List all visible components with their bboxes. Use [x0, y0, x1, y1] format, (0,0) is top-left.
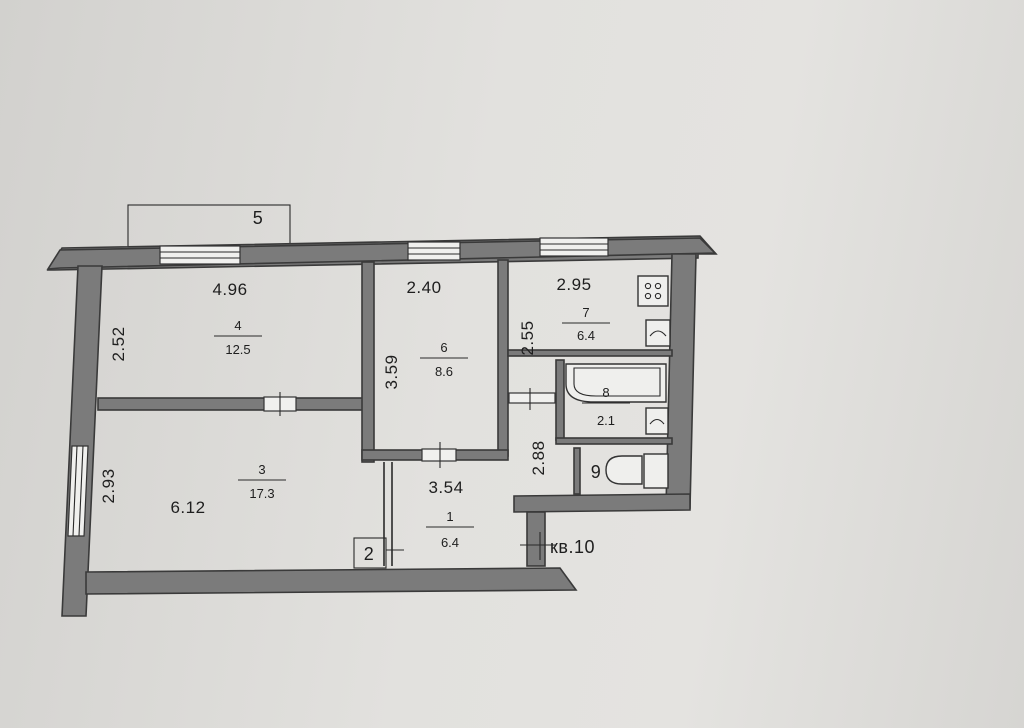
toilet-tank-icon [643, 453, 669, 489]
room8-area: 2.1 [597, 413, 615, 428]
dim-359: 3.59 [382, 354, 401, 389]
dim-295: 2.95 [556, 275, 591, 294]
dim-255: 2.55 [518, 320, 537, 355]
apartment-label: кв.10 [550, 537, 595, 557]
closet-number: 2 [364, 544, 375, 564]
dim-240: 2.40 [406, 278, 441, 297]
room4-number: 4 [234, 318, 241, 333]
balcony [127, 204, 291, 248]
entry-wall [513, 493, 691, 513]
room4-area: 12.5 [225, 342, 250, 357]
bottom-exterior-wall [85, 567, 578, 595]
room3-area: 17.3 [249, 486, 274, 501]
dim-252: 2.52 [109, 326, 128, 361]
closet-box [353, 537, 387, 569]
wall-room4-room3 [97, 397, 365, 411]
room7-number: 7 [582, 305, 589, 320]
dim-496: 4.96 [212, 280, 247, 299]
room6-area: 8.6 [435, 364, 453, 379]
window-kitchen [539, 237, 609, 257]
kitchen-sink-icon [645, 319, 671, 347]
wall-room6-right [497, 259, 509, 457]
right-exterior-wall [665, 253, 697, 509]
room8-number: 8 [602, 385, 609, 400]
room1-number: 1 [446, 509, 453, 524]
left-exterior-wall [61, 265, 103, 617]
door-room6 [421, 448, 457, 462]
bathtub-icon [565, 363, 667, 403]
dim-288: 2.88 [529, 440, 548, 475]
dim-293: 2.93 [99, 468, 118, 503]
balcony-number: 5 [253, 208, 264, 228]
wall-kitchen-bottom [507, 349, 673, 357]
wall-room6-left [361, 261, 375, 463]
stove-icon [637, 275, 669, 307]
toilet-number: 9 [591, 462, 602, 482]
dim-612: 6.12 [170, 498, 205, 517]
wall-bath-left [555, 359, 565, 441]
room1-area: 6.4 [441, 535, 459, 550]
window-room6 [407, 241, 461, 261]
door-kitchen [508, 392, 556, 404]
window-room4 [159, 245, 241, 265]
dim-354: 3.54 [428, 478, 463, 497]
entry-wall-post [526, 511, 546, 567]
room3-number: 3 [258, 462, 265, 477]
toilet-icon [605, 455, 643, 485]
room6-number: 6 [440, 340, 447, 355]
bath-sink-icon [645, 407, 669, 435]
room7-area: 6.4 [577, 328, 595, 343]
wall-bath-bottom [555, 437, 673, 445]
wall-toilet-left [573, 447, 581, 495]
window-room3 [67, 445, 89, 537]
